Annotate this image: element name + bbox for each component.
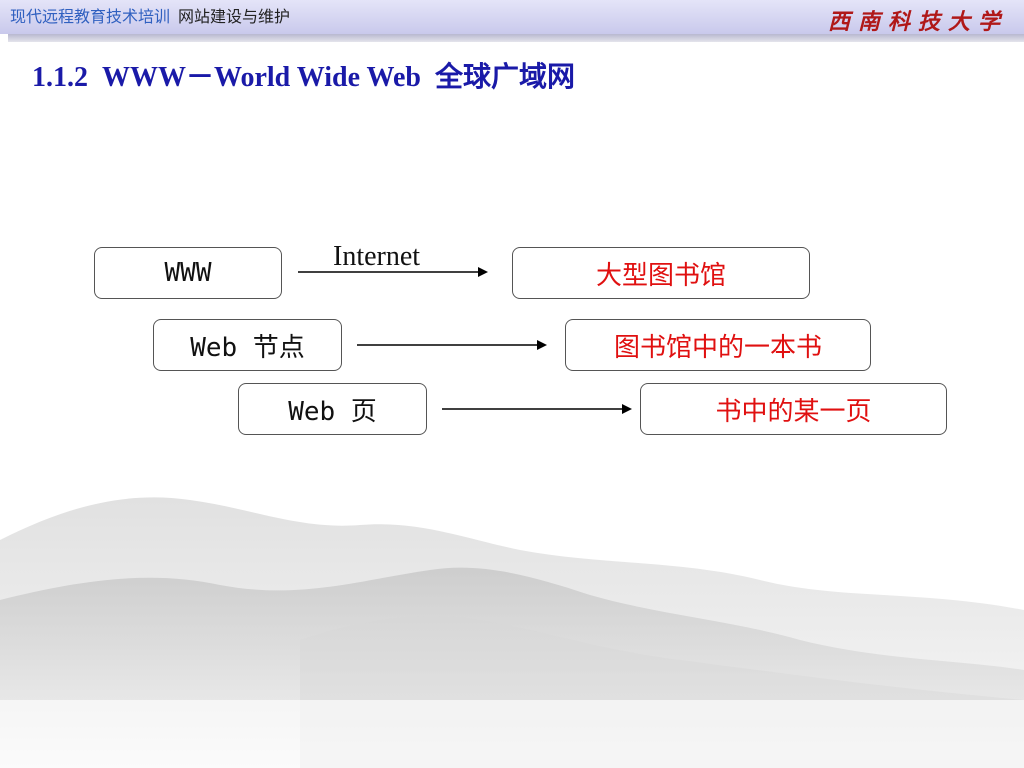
arrow-1 [298, 267, 488, 277]
slide-title: 1.1.2 WWW－World Wide Web 全球广域网 [32, 58, 589, 98]
box-web-page-label: Web 页 [288, 396, 377, 427]
title-chinese: 全球广域网 [434, 62, 575, 93]
box-web-node: Web 节点 [153, 319, 342, 371]
subject-name: 网站建设与维护 [178, 7, 291, 26]
box-www-label: WWW [164, 258, 212, 288]
title-english: WWW－World Wide Web [102, 62, 421, 93]
box-www: WWW [94, 247, 282, 299]
arrow-3 [442, 404, 632, 414]
section-number: 1.1.2 [32, 62, 88, 93]
box-large-library: 大型图书馆 [512, 247, 810, 299]
course-name: 现代远程教育技术培训 [10, 7, 171, 26]
arrow-label-internet: Internet [333, 241, 421, 272]
header-bar: 现代远程教育技术培训网站建设与维护 西南科技大学 [0, 0, 1024, 35]
box-web-node-label: Web 节点 [190, 332, 305, 363]
box-book-in-library: 图书馆中的一本书 [565, 319, 871, 371]
box-web-page: Web 页 [238, 383, 427, 435]
university-logo-text: 西南科技大学 [827, 9, 1008, 35]
arrow-2 [357, 340, 547, 350]
box-book-in-library-label: 图书馆中的一本书 [613, 332, 822, 363]
mountain-background [0, 497, 1024, 768]
header-divider [8, 34, 1024, 42]
box-page-in-book: 书中的某一页 [640, 383, 947, 435]
box-large-library-label: 大型图书馆 [595, 260, 726, 291]
box-page-in-book-label: 书中的某一页 [715, 396, 872, 427]
header-course-info: 现代远程教育技术培训网站建设与维护 [10, 7, 290, 27]
